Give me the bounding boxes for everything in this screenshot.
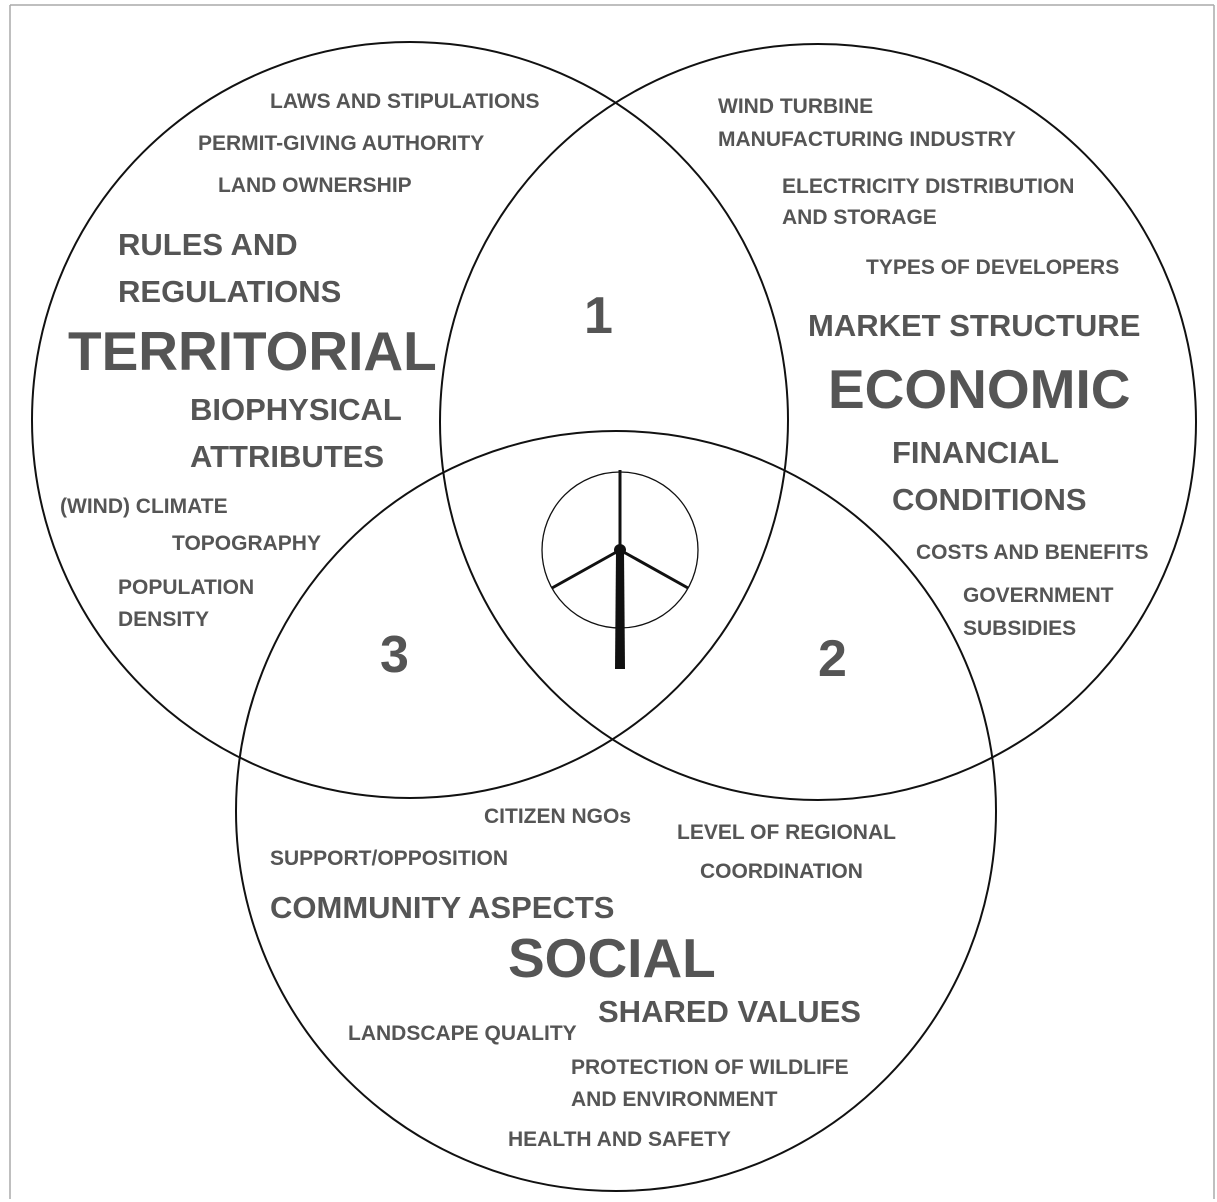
wind-turbine-manufacturing-label-line1: WIND TURBINE xyxy=(718,95,873,118)
types-of-developers-label: TYPES OF DEVELOPERS xyxy=(866,256,1119,279)
permit-giving-authority-label: PERMIT-GIVING AUTHORITY xyxy=(198,132,484,155)
rules-and-regulations-label-line2: REGULATIONS xyxy=(118,274,341,309)
health-and-safety-label: HEALTH AND SAFETY xyxy=(508,1128,731,1151)
biophysical-attributes-label-line2: ATTRIBUTES xyxy=(190,439,384,474)
wind-climate-label: (WIND) CLIMATE xyxy=(60,495,228,518)
social-title: SOCIAL xyxy=(508,927,716,989)
protection-of-wildlife-label-line2: AND ENVIRONMENT xyxy=(571,1088,778,1111)
community-aspects-label: COMMUNITY ASPECTS xyxy=(270,890,614,925)
land-ownership-label: LAND OWNERSHIP xyxy=(218,174,412,197)
economic-title: ECONOMIC xyxy=(828,358,1131,420)
regional-coordination-label-line2: COORDINATION xyxy=(700,860,863,883)
economic-circle xyxy=(439,43,1197,801)
population-density-label-line1: POPULATION xyxy=(118,576,254,599)
citizen-ngos-label: CITIZEN NGOs xyxy=(484,805,631,828)
landscape-quality-label: LANDSCAPE QUALITY xyxy=(348,1022,577,1045)
population-density-label-line2: DENSITY xyxy=(118,608,209,631)
rules-and-regulations-label-line1: RULES AND xyxy=(118,227,298,262)
territorial-title: TERRITORIAL xyxy=(68,320,437,382)
biophysical-attributes-label-line1: BIOPHYSICAL xyxy=(190,392,402,427)
social-circle xyxy=(235,430,997,1192)
costs-and-benefits-label: COSTS AND BENEFITS xyxy=(916,541,1149,564)
shared-values-label: SHARED VALUES xyxy=(598,994,861,1029)
intersection-label-2: 2 xyxy=(818,630,847,688)
regional-coordination-label-line1: LEVEL OF REGIONAL xyxy=(677,821,896,844)
wind-turbine-icon xyxy=(541,470,699,669)
market-structure-label: MARKET STRUCTURE xyxy=(808,308,1140,343)
protection-of-wildlife-label-line1: PROTECTION OF WILDLIFE xyxy=(571,1056,849,1079)
government-subsidies-label-line1: GOVERNMENT xyxy=(963,584,1114,607)
intersection-label-3: 3 xyxy=(380,626,409,684)
support-opposition-label: SUPPORT/OPPOSITION xyxy=(270,847,508,870)
wind-turbine-manufacturing-label-line2: MANUFACTURING INDUSTRY xyxy=(718,128,1016,151)
electricity-distribution-label-line2: AND STORAGE xyxy=(782,206,937,229)
topography-label: TOPOGRAPHY xyxy=(172,532,321,555)
territorial-circle xyxy=(31,41,789,799)
laws-and-stipulations-label: LAWS AND STIPULATIONS xyxy=(270,90,540,113)
financial-conditions-label-line1: FINANCIAL xyxy=(892,435,1059,470)
financial-conditions-label-line2: CONDITIONS xyxy=(892,482,1087,517)
government-subsidies-label-line2: SUBSIDIES xyxy=(963,617,1076,640)
intersection-label-1: 1 xyxy=(584,287,613,345)
electricity-distribution-label-line1: ELECTRICITY DISTRIBUTION xyxy=(782,175,1074,198)
